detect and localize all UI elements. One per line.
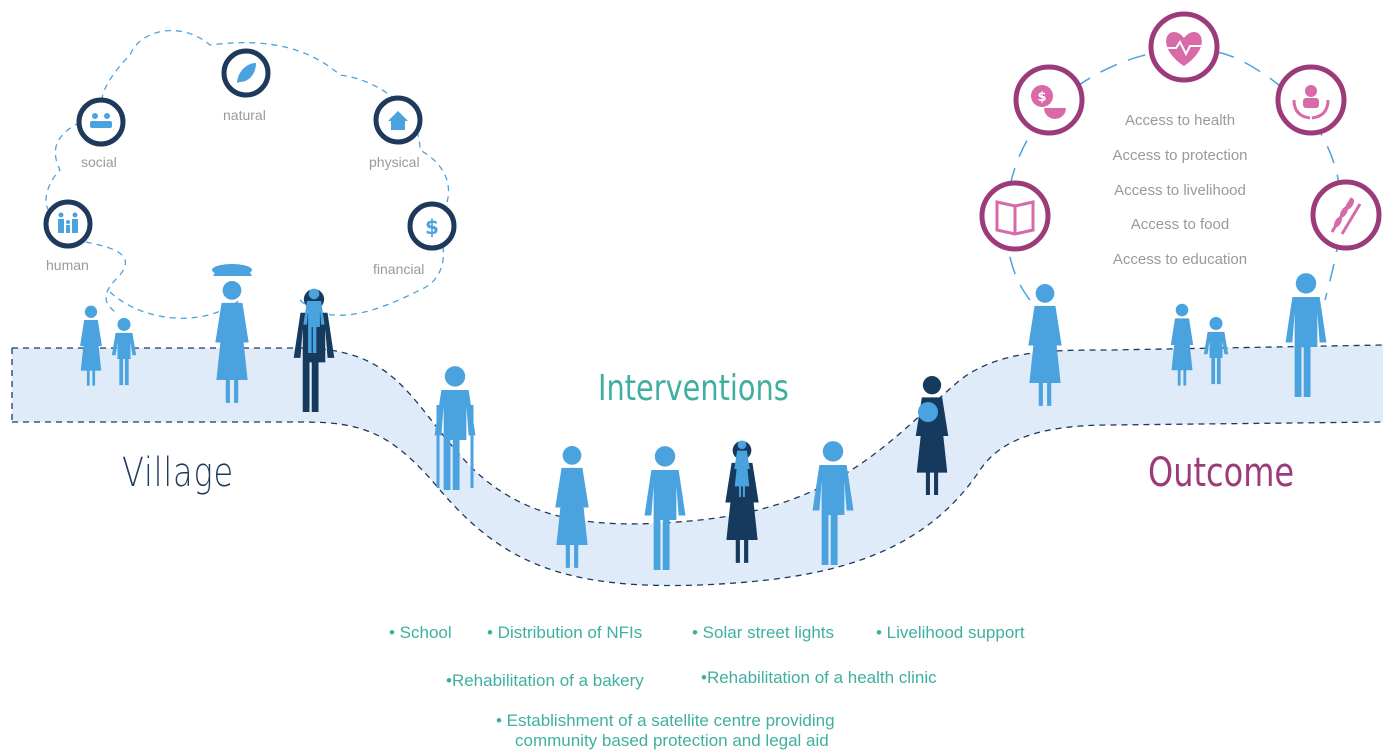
hands-person-icon — [1275, 64, 1347, 136]
social-capital-icon — [76, 97, 126, 147]
village-title: Village — [122, 450, 234, 496]
human-capital-icon — [43, 199, 93, 249]
intervention-solar-lights: • Solar street lights — [692, 623, 835, 642]
intervention-satellite-centre-line2: community based protection and legal aid — [515, 731, 829, 750]
svg-text:$: $ — [1037, 90, 1046, 105]
intervention-satellite-centre: • Establishment of a satellite centre pr… — [496, 711, 835, 730]
intervention-nfi: • Distribution of NFIs — [487, 623, 643, 642]
outcome-education: Access to education — [1112, 251, 1248, 268]
natural-capital-icon — [221, 48, 271, 98]
svg-text:$: $ — [425, 215, 439, 239]
natural-label: natural — [223, 107, 266, 123]
intervention-bakery: •Rehabilitation of a bakery — [446, 671, 644, 690]
human-label: human — [46, 257, 89, 273]
road-top-edge — [12, 344, 1383, 525]
heart-pulse-icon — [1148, 11, 1220, 83]
outcome-protection: Access to protection — [1112, 147, 1248, 164]
interventions-title: Interventions — [598, 368, 789, 409]
physical-capital-icon — [373, 95, 423, 145]
outcome-livelihood: Access to livelihood — [1114, 182, 1246, 199]
intervention-school: • School — [389, 623, 452, 642]
outcome-food: Access to food — [1130, 216, 1230, 233]
wheat-icon — [1310, 179, 1382, 251]
intervention-health-clinic: •Rehabilitation of a health clinic — [701, 668, 937, 687]
money-bag-icon: $ — [1013, 64, 1085, 136]
social-label: social — [81, 154, 117, 170]
road-bottom-edge — [12, 421, 1383, 587]
intervention-livelihood: • Livelihood support — [876, 623, 1025, 642]
financial-capital-icon: $ — [407, 201, 457, 251]
outcome-health: Access to health — [1124, 112, 1236, 129]
book-icon — [979, 180, 1051, 252]
physical-label: physical — [369, 154, 420, 170]
financial-label: financial — [373, 261, 425, 277]
outcome-title: Outcome — [1148, 450, 1295, 496]
